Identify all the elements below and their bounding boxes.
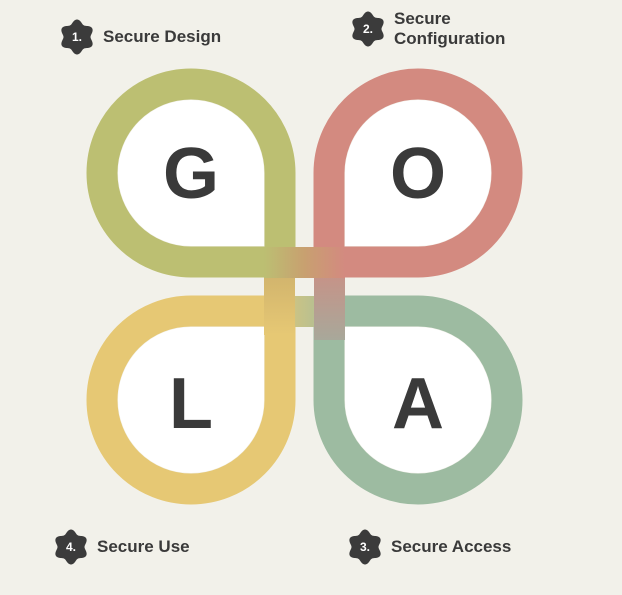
petal-l-inner <box>118 327 264 473</box>
step-secure-access: 3. Secure Access <box>347 529 511 565</box>
step-secure-configuration: 2. Secure Configuration <box>350 9 534 49</box>
hexagon-badge-icon: 1. <box>59 19 95 55</box>
step-label: Secure Configuration <box>394 9 506 48</box>
step-number: 2. <box>362 22 373 36</box>
petal-letter-g: G <box>163 134 219 214</box>
petal-o-inner <box>345 100 491 246</box>
step-secure-use: 4. Secure Use <box>53 529 190 565</box>
petal-g-inner <box>118 100 264 246</box>
step-secure-design: 1. Secure Design <box>59 19 221 55</box>
step-label: Secure Design <box>103 27 222 46</box>
petal-letter-o: O <box>390 134 446 214</box>
step-label: Secure Use <box>97 537 190 556</box>
step-number: 3. <box>359 540 370 554</box>
step-number: 4. <box>65 540 76 554</box>
petal-l-ring <box>86 295 296 505</box>
hexagon-badge-icon: 4. <box>53 529 89 565</box>
step-label: Secure Access <box>391 537 512 556</box>
cross-band-upper-horizontal <box>264 247 345 278</box>
hexagon-badge-icon: 2. <box>350 11 386 47</box>
petal-o-ring <box>313 68 523 278</box>
petal-letter-a: A <box>392 364 444 444</box>
petal-g-ring <box>86 68 296 278</box>
petal-a-inner <box>345 327 491 473</box>
petal-letter-l: L <box>169 364 213 444</box>
petal-a-ring <box>313 295 523 505</box>
step-number: 1. <box>71 30 82 44</box>
hexagon-badge-icon: 3. <box>347 529 383 565</box>
